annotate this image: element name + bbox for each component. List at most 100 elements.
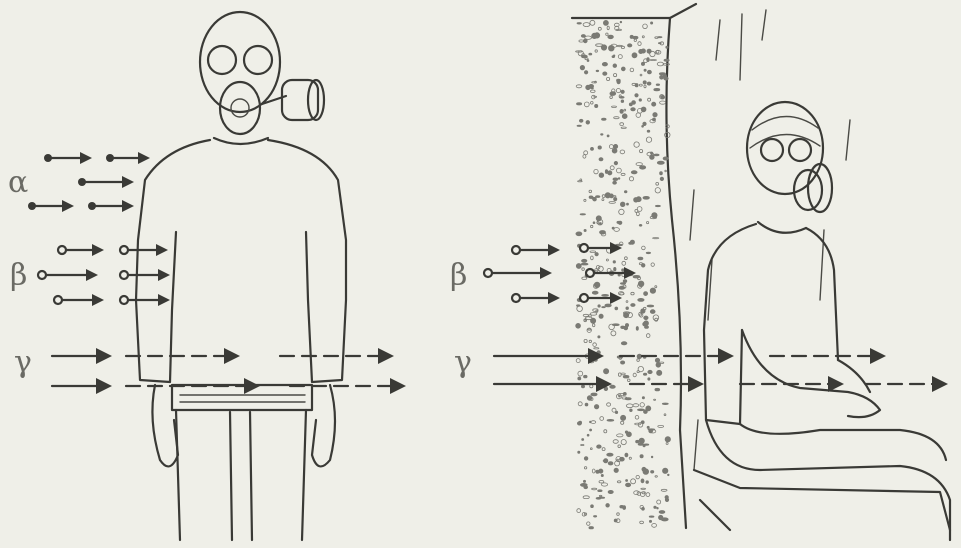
- soil-speck: [633, 373, 636, 377]
- soil-speck: [602, 118, 607, 120]
- soil-speck: [651, 152, 653, 154]
- soil-speck: [655, 358, 659, 362]
- soil-speck: [633, 404, 639, 407]
- soil-speck: [596, 70, 599, 72]
- soil-speck: [660, 172, 663, 175]
- soil-speck: [639, 99, 641, 101]
- soil-speck: [604, 430, 607, 433]
- soil-speck: [630, 68, 634, 72]
- soil-speck: [631, 171, 637, 174]
- soil-speck: [614, 198, 617, 201]
- soil-speck: [648, 378, 650, 380]
- soil-speck: [640, 403, 644, 407]
- soil-speck: [663, 157, 668, 160]
- soil-speck: [656, 182, 659, 185]
- soil-speck: [626, 483, 631, 487]
- soil-speck: [612, 106, 617, 108]
- soil-speck: [596, 470, 599, 473]
- soil-speck: [619, 209, 624, 214]
- soil-speck: [632, 53, 637, 58]
- soil-speck: [638, 281, 644, 287]
- soil-speck: [637, 359, 640, 362]
- soil-speck: [621, 67, 625, 71]
- soil-speck: [579, 40, 584, 42]
- soil-speck: [642, 397, 644, 399]
- soil-speck: [607, 419, 614, 421]
- soil-speck: [578, 451, 580, 453]
- soil-speck: [598, 27, 601, 30]
- soil-speck: [638, 298, 644, 301]
- soil-speck: [598, 305, 600, 307]
- soil-speck: [596, 216, 601, 221]
- soil-speck: [650, 155, 655, 160]
- soil-speck: [605, 193, 610, 198]
- soil-speck: [607, 268, 611, 272]
- soil-speck: [589, 190, 592, 193]
- soil-speck: [617, 168, 622, 173]
- soil-speck: [587, 396, 592, 401]
- soil-speck: [596, 196, 600, 198]
- soil-speck: [634, 142, 639, 147]
- soil-speck: [653, 238, 659, 239]
- soil-speck: [612, 227, 614, 229]
- soil-speck: [652, 102, 656, 106]
- soil-speck: [622, 269, 625, 272]
- soil-speck: [633, 275, 640, 278]
- filter-canister: [808, 164, 832, 212]
- soil-speck: [617, 513, 620, 516]
- soil-speck: [610, 166, 614, 170]
- soil-speck: [599, 158, 603, 161]
- soil-speck: [597, 445, 602, 448]
- soil-speck: [623, 375, 629, 378]
- soil-speck: [615, 307, 618, 310]
- beta-arrows-right: [484, 242, 636, 304]
- soil-speck: [665, 170, 667, 172]
- soil-speck: [584, 151, 588, 155]
- soil-speck: [650, 288, 655, 293]
- soil-speck: [641, 264, 645, 268]
- mask-valve: [231, 99, 249, 117]
- soil-speck: [620, 21, 622, 23]
- soil-speck: [584, 102, 589, 107]
- seated-person: [694, 102, 950, 540]
- soil-speck: [601, 483, 607, 486]
- soil-speck: [623, 392, 626, 395]
- soil-speck: [602, 62, 607, 66]
- soil-speck: [582, 268, 585, 271]
- soil-speck: [648, 98, 651, 101]
- soil-speck: [600, 417, 604, 421]
- soil-speck: [629, 457, 631, 459]
- soil-speck: [626, 404, 633, 408]
- soil-speck: [581, 444, 584, 445]
- soil-speck: [647, 426, 649, 428]
- soil-speck: [640, 521, 644, 524]
- soil-speck: [616, 89, 620, 93]
- soil-speck: [580, 179, 582, 181]
- soil-speck: [629, 177, 633, 181]
- soil-speck: [647, 49, 651, 53]
- soil-speck: [595, 104, 598, 107]
- soil-speck: [644, 316, 648, 320]
- soil-speck: [610, 385, 616, 388]
- soil-speck: [581, 263, 588, 265]
- soil-speck: [613, 261, 615, 263]
- soil-speck: [663, 74, 666, 77]
- gamma-arrows-right: [494, 348, 948, 392]
- soil-speck: [599, 223, 601, 225]
- collar: [758, 222, 806, 233]
- soil-speck: [606, 259, 608, 261]
- soil-speck: [591, 256, 594, 260]
- soil-speck: [626, 307, 629, 310]
- soil-speck: [599, 314, 603, 318]
- soil-speck: [643, 24, 648, 29]
- soil-speck: [623, 280, 627, 283]
- soil-speck: [591, 421, 596, 424]
- soil-speck: [636, 163, 642, 166]
- soil-speck: [590, 448, 592, 450]
- soil-speck: [660, 362, 664, 364]
- soil-speck: [651, 263, 654, 266]
- soil-speck: [666, 443, 668, 445]
- soil-speck: [607, 453, 613, 456]
- soil-speck: [624, 191, 627, 193]
- soil-speck: [657, 161, 664, 164]
